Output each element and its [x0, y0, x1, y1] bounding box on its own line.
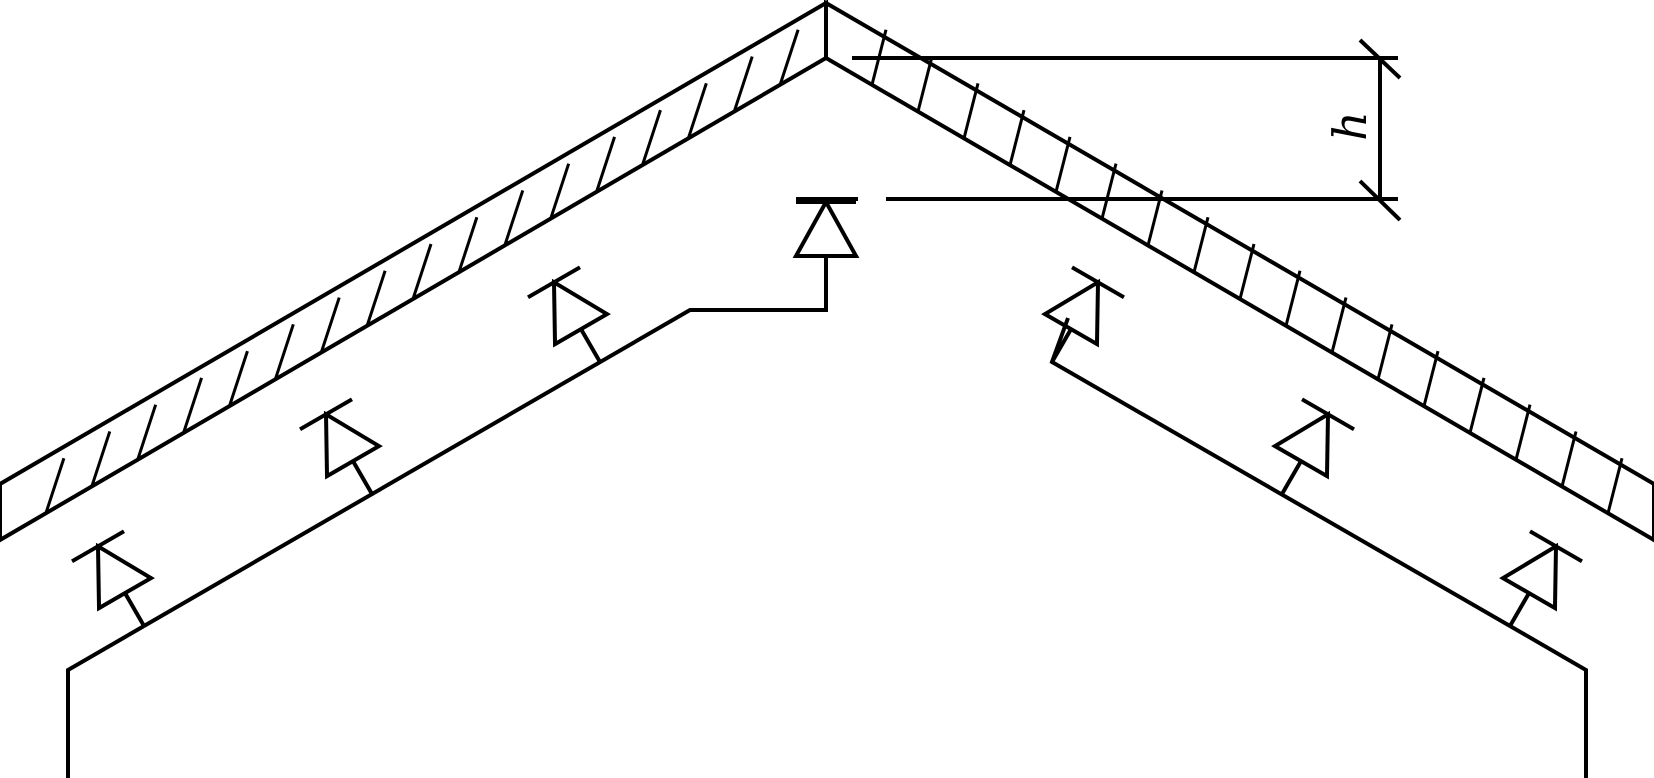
hatch-line	[1008, 109, 1026, 166]
hatch-line	[319, 297, 341, 354]
sprinkler-stem	[579, 328, 602, 363]
hatch-line	[962, 82, 980, 139]
hatch-line	[1606, 457, 1624, 514]
sprinkler-head-triangle	[1041, 278, 1101, 348]
sprinkler-deflector	[71, 529, 125, 564]
dimension-tick-bottom	[1358, 179, 1402, 222]
sprinkler-stem	[351, 460, 374, 495]
sprinkler-stem	[1280, 460, 1303, 495]
hatch-line	[411, 243, 433, 300]
hatch-line	[1284, 270, 1302, 327]
sprinkler-left-2	[299, 397, 383, 495]
sprinkler-head-triangle	[792, 197, 860, 258]
height-dimension: h	[1323, 38, 1402, 222]
hatch-line	[1514, 404, 1532, 461]
hatch-line	[136, 404, 158, 461]
hatch-line	[503, 189, 525, 246]
left-branch-pipe	[142, 256, 828, 628]
hatch-line	[1192, 216, 1210, 273]
sprinkler-left-3	[527, 265, 611, 363]
hatch-line	[778, 29, 800, 86]
sprinkler-stem	[123, 592, 146, 627]
sprinkler-right-3	[1499, 529, 1583, 627]
hatch-line	[228, 350, 249, 407]
hatch-line	[273, 323, 295, 380]
hatch-line	[549, 163, 571, 220]
hatch-line	[732, 56, 754, 113]
hatch-line	[1100, 163, 1118, 220]
hatch-line	[365, 270, 387, 327]
hatch-line	[90, 430, 112, 487]
sprinkler-deflector	[299, 397, 353, 432]
hatch-line	[44, 457, 66, 514]
sprinkler-deflector	[1071, 265, 1125, 300]
hatch-line	[457, 216, 479, 273]
sprinkler-right-2	[1271, 397, 1355, 495]
sprinkler-head-triangle	[551, 278, 611, 348]
hatch-line	[1468, 377, 1486, 434]
hatch-line	[1238, 243, 1256, 300]
right-branch-pipe	[1049, 317, 1511, 628]
dimension-label-h: h	[1323, 111, 1377, 141]
sprinkler-deflector	[1529, 529, 1583, 564]
sprinkler-stem	[1050, 328, 1073, 363]
sprinkler-deflector	[527, 265, 581, 300]
sprinkler-stem	[1508, 592, 1531, 627]
hatch-line	[182, 377, 203, 434]
sprinkler-head-triangle	[95, 542, 155, 612]
roof-slab-right	[824, 0, 1654, 543]
roof-hatch-right	[870, 29, 1624, 514]
left-wall	[66, 624, 146, 778]
sprinkler-ridge	[792, 197, 860, 310]
sprinkler-head-triangle	[1271, 410, 1331, 480]
sprinkler-head-triangle	[323, 410, 383, 480]
right-wall	[1508, 624, 1588, 778]
sprinkler-right-1	[1041, 265, 1125, 363]
hatch-line	[1376, 323, 1394, 380]
sprinkler-group	[71, 197, 1583, 627]
hatch-line	[1330, 297, 1348, 353]
hatch-line	[1054, 136, 1072, 193]
hatch-line	[1422, 350, 1440, 407]
roof-hatch-left	[44, 29, 800, 514]
hatch-line	[916, 56, 934, 112]
hatch-line	[641, 109, 662, 166]
sprinkler-deflector	[1301, 397, 1355, 432]
sprinkler-head-triangle	[1499, 542, 1559, 612]
sprinkler-left-1	[71, 529, 155, 627]
hatch-line	[595, 136, 616, 193]
hatch-line	[1560, 431, 1578, 487]
hatch-line	[686, 82, 708, 139]
roof-slab-left	[0, 0, 828, 543]
dimension-tick-top	[1358, 38, 1402, 80]
